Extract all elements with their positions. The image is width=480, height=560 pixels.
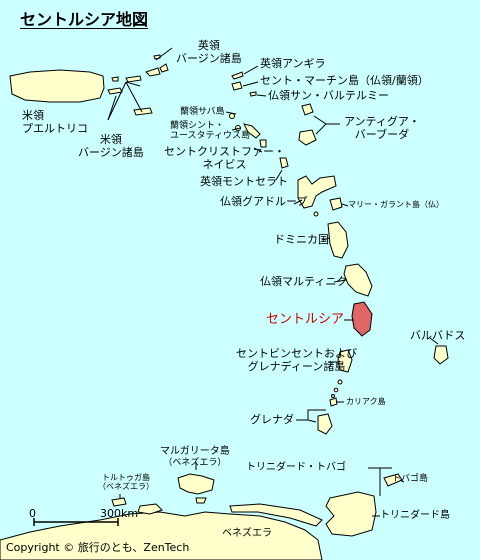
label-dominica: ドミニカ国 [274, 233, 329, 246]
label-trinidad-tobago: トリニダード・トバゴ [246, 462, 346, 473]
marie-galante-shape [329, 197, 343, 211]
label-antigua: アンティグア・ バーブーダ [344, 115, 420, 141]
culebra-shape [111, 76, 119, 82]
label-anguilla: 英領アンギラ [260, 57, 326, 70]
label-venezuela: ベネズエラ [222, 528, 272, 539]
label-st-lucia: セントルシア [266, 312, 345, 327]
venezuela-shape [0, 511, 323, 560]
label-st-vincent-line1: セントビンセントおよび [236, 347, 357, 360]
label-martinique: 仏領マルティニク [260, 275, 348, 288]
label-st-eustatius-line1: 蘭領シント・ [170, 121, 225, 131]
vieques-shape [107, 87, 123, 95]
label-st-martin: セント・マーチン島（仏領/蘭領） [260, 74, 429, 87]
martinique-shape [343, 263, 373, 297]
label-tortuga: トルトゥガ島 （ベネズエラ） [98, 473, 154, 491]
scale-label-300km: 300km [100, 507, 139, 520]
scale-label-zero: 0 [29, 507, 36, 520]
copyright: Copyright © 旅行のとも、ZenTech [6, 541, 190, 554]
label-guadeloupe: 仏領グアドループ [220, 195, 308, 208]
label-bvi-line1: 英領 [197, 39, 220, 52]
st-kitts-shape [243, 123, 261, 139]
label-puerto-rico: 米領 プエルトリコ [22, 109, 88, 135]
saba-shape [229, 113, 235, 119]
label-tortuga-line1: トルトゥガ島 [102, 473, 150, 482]
label-trinidad: トリニダード島 [380, 510, 450, 521]
st-vincent-shape [337, 349, 353, 373]
label-tortuga-line2: （ベネズエラ） [98, 482, 154, 492]
tobago-shape [383, 473, 403, 487]
barbados-shape [433, 345, 449, 365]
carriacou-shape [329, 397, 338, 407]
st-croix-shape [133, 107, 153, 116]
label-margarita-line2: （ベネズエラ） [163, 457, 227, 468]
dominica-shape [327, 221, 349, 259]
st-martin-shape [231, 81, 243, 91]
tortuga-shape [111, 497, 127, 507]
label-margarita-line1: マルガリータ島 [160, 446, 230, 457]
guadeloupe-shape [297, 175, 337, 209]
antigua-shape [298, 129, 317, 146]
trinidad-shape [325, 491, 377, 537]
label-puerto-rico-line2: プエルトリコ [22, 121, 88, 135]
label-montserrat: 英領モントセラト [200, 175, 288, 188]
label-usvi: 米領 バージン諸島 [78, 133, 144, 159]
label-saba: 蘭領サバ島 [180, 107, 225, 117]
nevis-shape [259, 139, 267, 148]
barbuda-shape [301, 103, 314, 116]
margarita-shape [177, 473, 215, 495]
page-title: セントルシア地図 [20, 10, 149, 29]
st-lucia-shape [351, 301, 373, 337]
label-st-kitts-line2: ネイビス [202, 157, 247, 171]
label-puerto-rico-line1: 米領 [22, 109, 44, 122]
label-tobago: トバゴ島 [392, 474, 429, 484]
scale-bar [33, 518, 119, 526]
anguilla-shape [231, 71, 244, 80]
label-antigua-line2: バーブーダ [354, 127, 410, 141]
label-margarita: マルガリータ島 （ベネズエラ） [160, 446, 230, 468]
label-st-vincent: セントビンセントおよび グレナディーン諸島 [236, 347, 357, 373]
label-bvi: 英領 バージン諸島 [176, 39, 242, 65]
label-st-eustatius-line2: ユースタティウス島 [170, 131, 251, 142]
puerto-rico-shape [9, 69, 105, 103]
label-usvi-line1: 米領 [99, 133, 122, 146]
label-bvi-line2: バージン諸島 [176, 51, 242, 65]
label-st-barth: 仏領サン・バルテルミー [268, 89, 389, 102]
label-usvi-line2: バージン諸島 [78, 145, 144, 159]
st-barth-shape [249, 91, 257, 97]
tortola-shape [145, 67, 161, 77]
grenada-shape [317, 413, 333, 435]
label-carriacou: カリアク島 [346, 397, 386, 406]
label-marie-galante: マリー・ガラント島（仏） [348, 200, 444, 209]
montserrat-shape [279, 157, 289, 169]
label-grenada: グレナダ [250, 413, 294, 426]
label-barbados: バルバドス [410, 329, 466, 342]
label-antigua-line1: アンティグア・ [344, 115, 420, 128]
label-st-kitts-line1: セントクリストファー・ [164, 145, 285, 158]
coche-shape [195, 497, 207, 504]
anegada-shape [153, 54, 161, 60]
virgin-gorda-shape [159, 63, 169, 73]
label-st-vincent-line2: グレナディーン諸島 [247, 359, 346, 373]
st-thomas-shape [125, 75, 142, 83]
label-st-kitts: セントクリストファー・ ネイビス [164, 145, 285, 171]
label-st-eustatius: 蘭領シント・ ユースタティウス島 [170, 121, 250, 142]
